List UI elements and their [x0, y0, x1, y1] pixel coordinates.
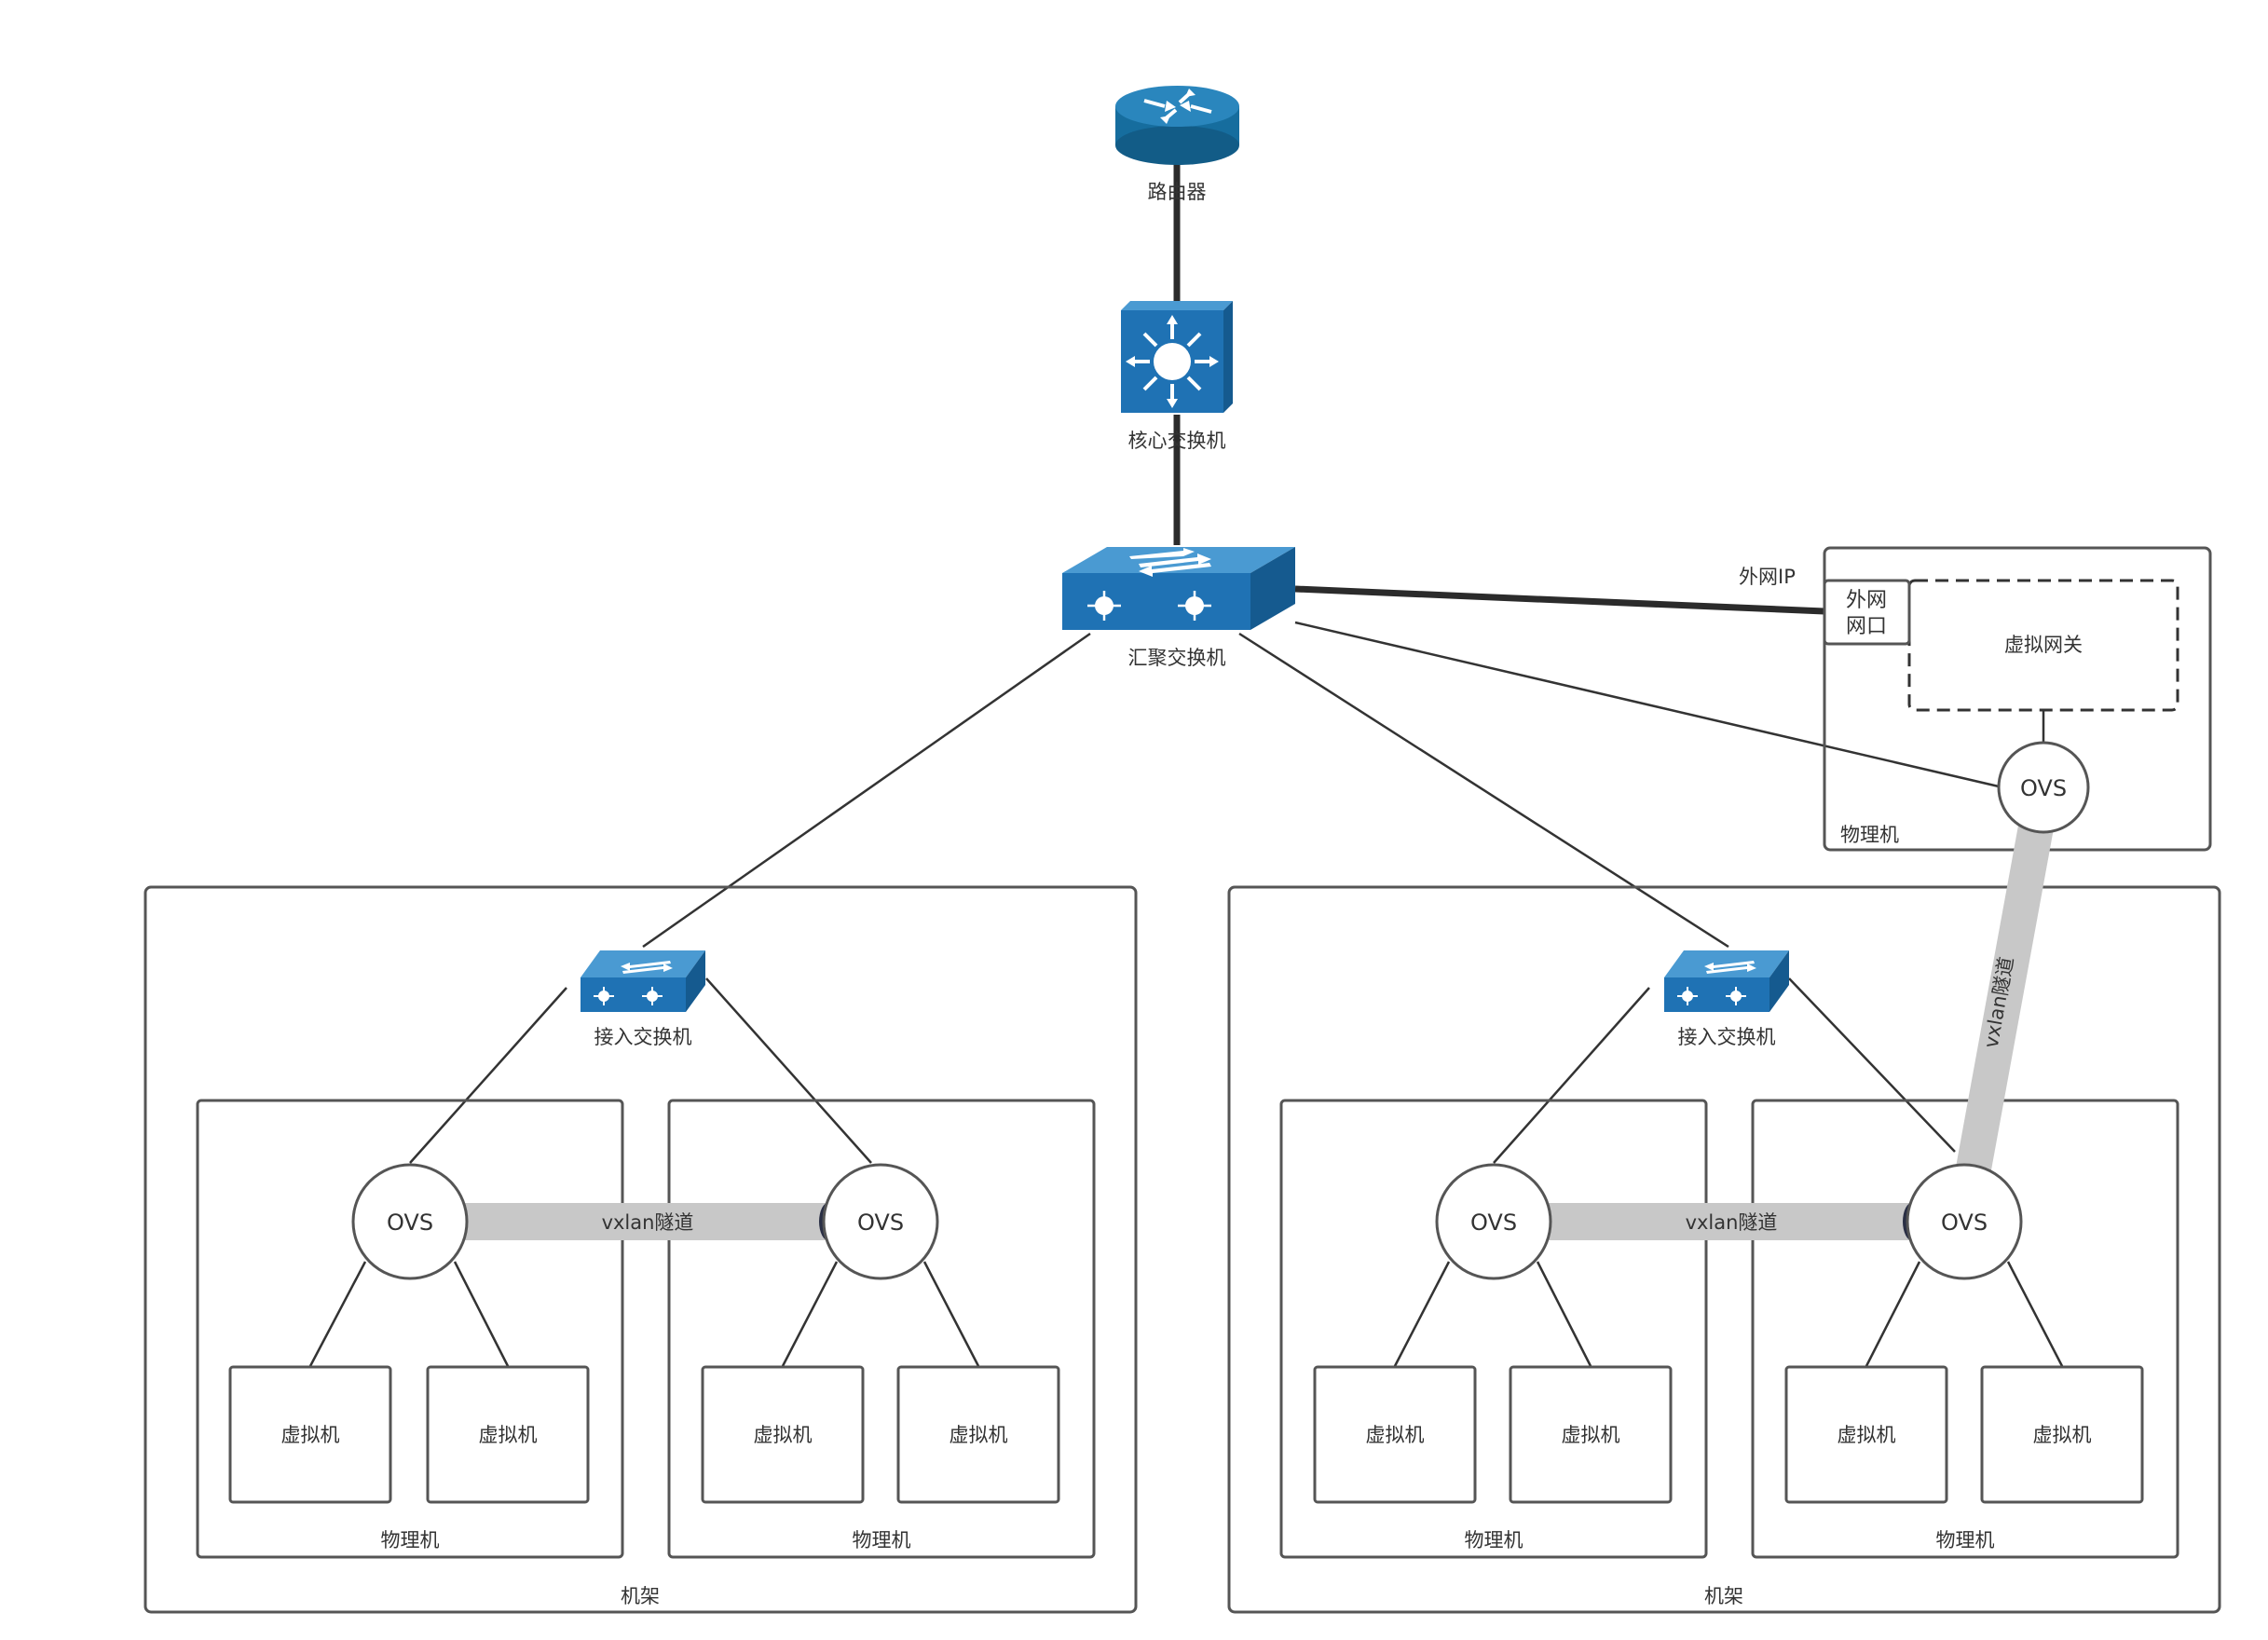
- ovs-label: OVS: [387, 1210, 433, 1236]
- rack-left: 机架 物理机 物理机: [143, 885, 1138, 1614]
- ovs-3: OVS: [1435, 1163, 1552, 1280]
- ovs-4: OVS: [1906, 1163, 2023, 1280]
- external-port-label: 外网网口: [1846, 589, 1887, 638]
- router-label: 路由器: [1148, 181, 1207, 203]
- physical-machine-1-frame: [196, 1099, 624, 1559]
- link-ovs4-vm8: [2006, 1261, 2064, 1367]
- vxlan-tunnel-right: vxlan隧道: [1523, 1202, 1923, 1241]
- vm-5: 虚拟机: [1313, 1365, 1477, 1504]
- vm-8: 虚拟机: [1980, 1365, 2144, 1504]
- gateway-physical-machine: 虚拟网关 外网网口 外网IP 物理机: [1739, 546, 2212, 852]
- rack-right: 机架 物理机 物理机: [1227, 885, 2221, 1614]
- virtual-gateway-label: 虚拟网关: [2004, 634, 2083, 656]
- link-access-right-ovs4: [1788, 977, 1956, 1153]
- gateway-machine-label: 物理机: [1840, 824, 1899, 846]
- switch-icon: [581, 950, 705, 1012]
- ovs-1: OVS: [351, 1163, 469, 1280]
- vm-label: 虚拟机: [754, 1424, 813, 1446]
- link-aggregation-access-right: [1238, 632, 1729, 949]
- vm-3: 虚拟机: [701, 1365, 865, 1504]
- ovs-label: OVS: [1941, 1210, 1988, 1236]
- vm-label: 虚拟机: [950, 1424, 1008, 1446]
- vm-label: 虚拟机: [1838, 1424, 1896, 1446]
- vxlan-tunnel-gateway: vxlan隧道: [1954, 811, 2056, 1196]
- switch-icon: [1062, 547, 1295, 630]
- vm-2: 虚拟机: [426, 1365, 590, 1504]
- link-ovs2-vm3: [781, 1261, 839, 1367]
- link-ovs1-vm1: [308, 1261, 367, 1367]
- vm-4: 虚拟机: [896, 1365, 1060, 1504]
- router-icon: [1115, 86, 1239, 165]
- link-aggregation-external-port: [1294, 585, 1825, 615]
- link-aggregation-access-left: [642, 632, 1091, 949]
- vm-label: 虚拟机: [281, 1424, 340, 1446]
- link-ovs3-vm6: [1536, 1261, 1592, 1367]
- vxlan-tunnel-left-label: vxlan隧道: [602, 1211, 694, 1234]
- physical-machine-3-label: 物理机: [1465, 1529, 1523, 1551]
- external-port-box: [1823, 579, 1911, 646]
- aggregation-switch-node: 汇聚交换机: [1062, 547, 1295, 669]
- physical-machine-2-label: 物理机: [853, 1529, 911, 1551]
- vxlan-tunnel-left: vxlan隧道: [440, 1202, 840, 1241]
- external-ip-label: 外网IP: [1739, 566, 1796, 588]
- access-switch-right-label: 接入交换机: [1678, 1026, 1776, 1048]
- switch-icon: [1664, 950, 1789, 1012]
- access-switch-right-node: 接入交换机: [1664, 950, 1789, 1048]
- link-ovs3-vm5: [1393, 1261, 1451, 1367]
- link-access-left-ovs2: [705, 977, 872, 1164]
- ovs-2: OVS: [822, 1163, 939, 1280]
- ovs-label: OVS: [857, 1210, 904, 1236]
- rack-right-label: 机架: [1704, 1585, 1743, 1607]
- vm-label: 虚拟机: [1366, 1424, 1425, 1446]
- access-switch-left-label: 接入交换机: [594, 1026, 692, 1048]
- link-access-right-ovs3: [1493, 987, 1650, 1164]
- vm-label: 虚拟机: [2033, 1424, 2092, 1446]
- vm-7: 虚拟机: [1784, 1365, 1948, 1504]
- rack-left-label: 机架: [621, 1585, 660, 1607]
- link-access-left-ovs1: [409, 987, 567, 1164]
- physical-machine-2-frame: [667, 1099, 1096, 1559]
- access-switch-left-node: 接入交换机: [581, 950, 705, 1048]
- vxlan-tunnel-right-label: vxlan隧道: [1686, 1211, 1778, 1234]
- vm-label: 虚拟机: [479, 1424, 538, 1446]
- ovs-gateway: OVS: [1997, 741, 2090, 834]
- connections: [308, 163, 2064, 1367]
- link-aggregation-gateway-ovs: [1294, 621, 2000, 788]
- vm-1: 虚拟机: [228, 1365, 392, 1504]
- ovs-label: OVS: [2020, 775, 2067, 801]
- physical-machine-4-label: 物理机: [1936, 1529, 1995, 1551]
- link-ovs1-vm2: [453, 1261, 510, 1367]
- aggregation-switch-label: 汇聚交换机: [1128, 647, 1226, 669]
- router-node: 路由器: [1115, 86, 1239, 203]
- core-switch-label: 核心交换机: [1128, 430, 1226, 452]
- physical-machine-1-label: 物理机: [381, 1529, 440, 1551]
- link-ovs2-vm4: [922, 1261, 980, 1367]
- vm-label: 虚拟机: [1562, 1424, 1620, 1446]
- physical-machine-3-frame: [1279, 1099, 1708, 1559]
- rack-left-frame: [143, 885, 1138, 1614]
- physical-machine-4-frame: [1751, 1099, 2179, 1559]
- ovs-label: OVS: [1470, 1210, 1517, 1236]
- vm-6: 虚拟机: [1509, 1365, 1673, 1504]
- virtual-gateway-box: [1907, 579, 2179, 712]
- layer3-switch-icon: [1121, 301, 1233, 413]
- rack-right-frame: [1227, 885, 2221, 1614]
- link-ovs4-vm7: [1865, 1261, 1921, 1367]
- core-switch-node: 核心交换机: [1121, 301, 1233, 452]
